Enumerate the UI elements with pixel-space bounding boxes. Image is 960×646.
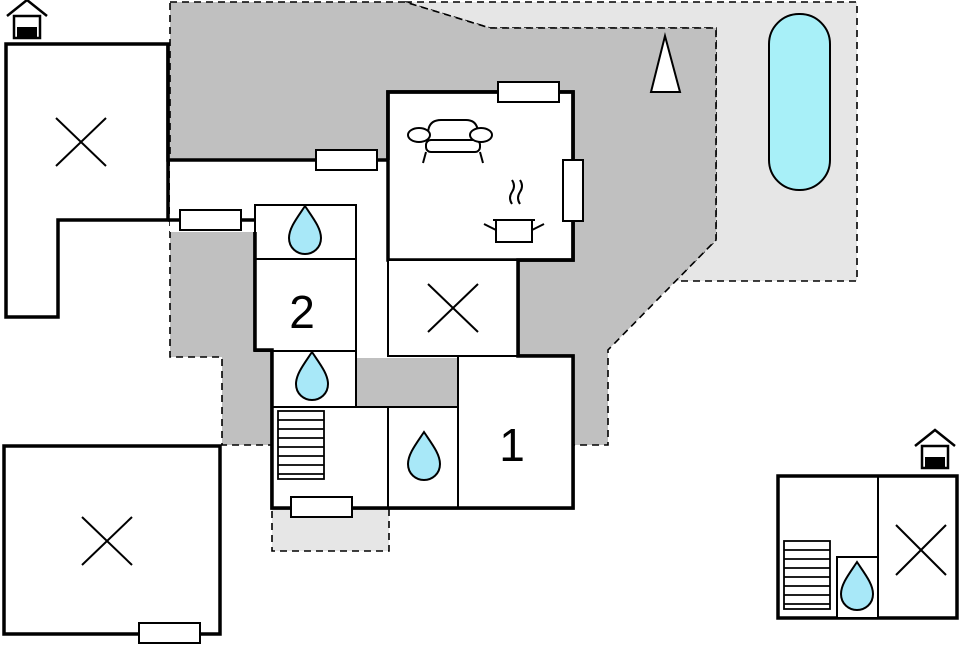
pool — [768, 13, 831, 191]
stairs-icon — [277, 410, 325, 480]
house-icon — [913, 428, 957, 470]
room-label-1: 1 — [499, 419, 525, 471]
living-kitchen — [386, 90, 575, 262]
bedroom-2 — [254, 258, 357, 352]
bedroom-1 — [457, 355, 574, 509]
cross-mark-icon — [81, 516, 133, 566]
sofa-icon — [407, 119, 493, 164]
cross-mark-icon — [427, 283, 479, 333]
house-icon — [5, 0, 49, 40]
north-arrow-icon — [649, 32, 682, 93]
stairs-icon — [783, 540, 831, 610]
kitchen-pot-icon — [483, 179, 545, 243]
cross-mark-icon — [55, 117, 107, 167]
room-label-2: 2 — [289, 286, 315, 338]
garage-building — [2, 444, 222, 636]
window — [138, 622, 201, 644]
cross-mark-icon — [895, 524, 947, 576]
annex-building-left — [4, 42, 170, 319]
